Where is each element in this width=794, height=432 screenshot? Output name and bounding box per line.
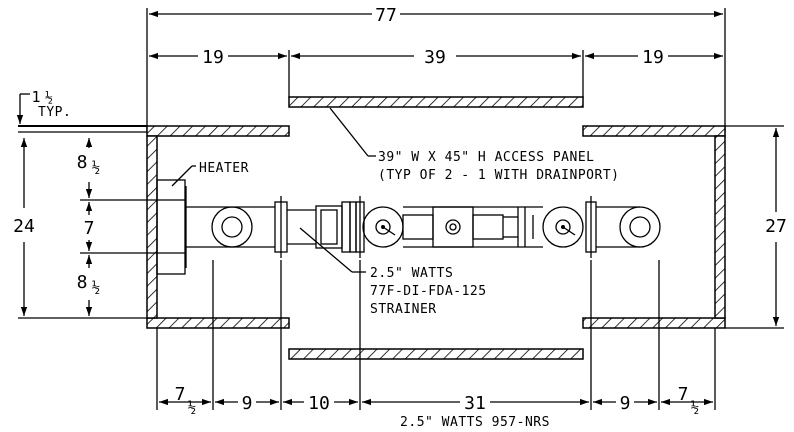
top-left-wall bbox=[146, 125, 290, 137]
dim-bottom-6-frac: ½ bbox=[691, 400, 699, 416]
strainer-body bbox=[315, 205, 343, 249]
right-wall bbox=[714, 135, 726, 319]
dim-typ-frac: ½ bbox=[45, 91, 53, 106]
dim-typ-whole: 1 bbox=[31, 88, 40, 106]
dim-typ-label: TYP. bbox=[38, 105, 71, 120]
strainer-line1: 2.5" WATTS bbox=[370, 266, 453, 281]
access-panel-note: 39" W X 45" H ACCESS PANEL (TYP OF 2 - 1… bbox=[329, 107, 619, 183]
dim-right-height: 27 bbox=[765, 216, 787, 237]
dim-bottom-6-whole: 7 bbox=[678, 384, 689, 405]
bottom-valve-label: 2.5" WATTS 957-NRS bbox=[400, 415, 550, 430]
heater: HEATER bbox=[156, 161, 249, 275]
strainer-line3: STRAINER bbox=[370, 302, 437, 317]
bottom-access-panel bbox=[288, 348, 584, 360]
right-dimensions: 27 bbox=[725, 125, 787, 329]
left-elbow bbox=[211, 206, 253, 248]
dim-bottom-4: 31 bbox=[464, 393, 486, 414]
dim-left-top-whole: 8 bbox=[77, 152, 88, 173]
top-access-panel bbox=[288, 96, 584, 108]
left-wall bbox=[146, 135, 158, 319]
bottom-left-wall bbox=[146, 317, 290, 329]
top-dimensions: 77 19 39 19 1 ½ TYP. bbox=[16, 5, 726, 132]
piping bbox=[186, 196, 661, 258]
left-dimensions: 24 8 ½ 7 8 ½ bbox=[13, 138, 186, 319]
dim-left-top-frac: ½ bbox=[92, 160, 100, 176]
dim-overall-width: 77 bbox=[375, 5, 397, 26]
dim-bottom-1-frac: ½ bbox=[188, 400, 196, 416]
dim-bottom-5: 9 bbox=[620, 393, 631, 414]
dim-left-section: 19 bbox=[202, 47, 224, 68]
bottom-right-wall bbox=[582, 317, 726, 329]
dim-bottom-2: 9 bbox=[242, 393, 253, 414]
access-panel-line2: (TYP OF 2 - 1 WITH DRAINPORT) bbox=[378, 168, 619, 183]
bottom-dimensions: 7 ½ 9 10 31 9 7 ½ 2.5" WATTS 957-NRS bbox=[156, 260, 716, 430]
dim-left-height: 24 bbox=[13, 216, 35, 237]
dim-left-mid: 7 bbox=[84, 218, 95, 239]
dim-bottom-3: 10 bbox=[308, 393, 330, 414]
dim-center-section: 39 bbox=[424, 47, 446, 68]
strainer-note: 2.5" WATTS 77F-DI-FDA-125 STRAINER bbox=[299, 227, 487, 317]
heater-label: HEATER bbox=[199, 161, 249, 176]
dim-left-bottom-frac: ½ bbox=[92, 280, 100, 296]
access-panel-line1: 39" W X 45" H ACCESS PANEL bbox=[378, 150, 595, 165]
top-right-wall bbox=[582, 125, 726, 137]
strainer-line2: 77F-DI-FDA-125 bbox=[370, 284, 487, 299]
right-check-valve bbox=[542, 206, 584, 248]
enclosure bbox=[18, 125, 726, 329]
dim-right-section: 19 bbox=[642, 47, 664, 68]
right-elbow bbox=[619, 206, 661, 248]
dim-bottom-1-whole: 7 bbox=[175, 384, 186, 405]
dim-left-bottom-whole: 8 bbox=[77, 272, 88, 293]
